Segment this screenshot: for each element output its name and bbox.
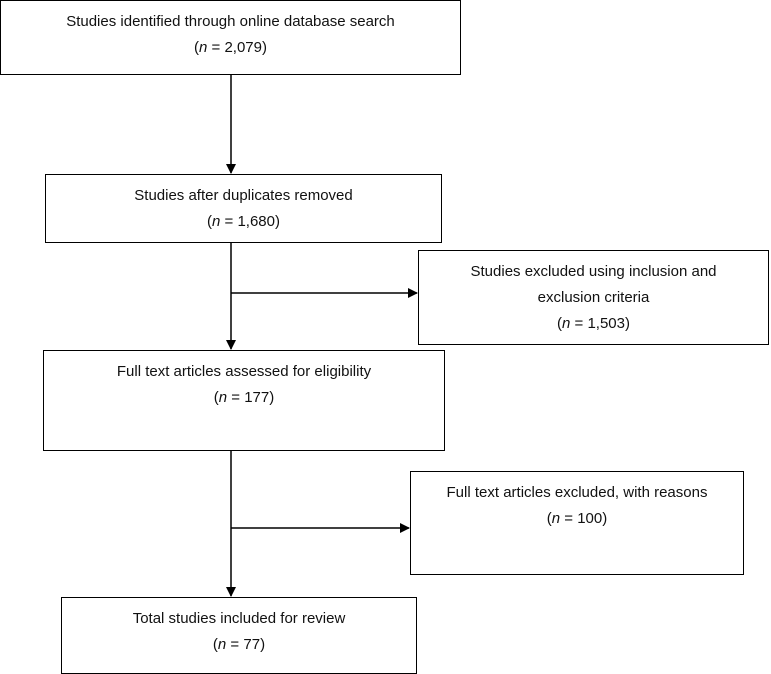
box-count: (n = 1,503): [557, 315, 630, 332]
box-count: (n = 1,680): [207, 213, 280, 230]
box-label: Full text articles assessed for eligibil…: [116, 363, 372, 380]
box-included: Total studies included for review (n = 7…: [61, 597, 417, 674]
box-deduplicated: Studies after duplicates removed (n = 1,…: [45, 174, 442, 243]
box-count: (n = 177): [213, 389, 275, 406]
box-label: Studies excluded using inclusion and: [470, 263, 717, 280]
box-label: Studies identified through online databa…: [66, 13, 395, 30]
box-identified: Studies identified through online databa…: [0, 0, 461, 75]
box-count: (n = 2,079): [194, 39, 267, 56]
box-assessed: Full text articles assessed for eligibil…: [43, 350, 445, 451]
box-label: Full text articles excluded, with reason…: [446, 484, 708, 501]
box-excluded-reasons: Full text articles excluded, with reason…: [410, 471, 744, 575]
box-label: exclusion criteria: [537, 289, 650, 306]
box-label: Studies after duplicates removed: [134, 187, 353, 204]
box-label: Total studies included for review: [132, 610, 346, 627]
box-excluded-criteria: Studies excluded using inclusion and exc…: [418, 250, 769, 345]
box-count: (n = 77): [212, 636, 266, 653]
box-count: (n = 100): [546, 510, 608, 527]
